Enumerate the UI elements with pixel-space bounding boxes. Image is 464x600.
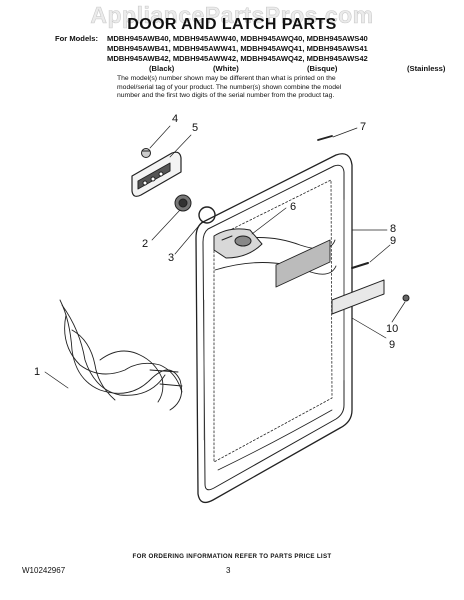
- callout-5: 5: [192, 122, 198, 134]
- callout-1: 1: [34, 366, 40, 378]
- model-row: MDBH945AWB41, MDBH945AWW41, MDBH945AWQ41…: [107, 44, 368, 53]
- callout-9-bottom: 9: [389, 339, 395, 351]
- callout-10: 10: [386, 323, 398, 335]
- ordering-footer: FOR ORDERING INFORMATION REFER TO PARTS …: [132, 553, 332, 560]
- watermark-logo: AppliancePartsPros.com: [90, 2, 374, 29]
- vent-grille: [174, 194, 192, 212]
- callout-8: 8: [390, 223, 396, 235]
- leader-lines: [44, 125, 406, 389]
- callout-4: 4: [172, 113, 178, 125]
- latch-knob: [141, 148, 151, 158]
- document-number: W10242967: [22, 566, 66, 575]
- page-title: DOOR AND LATCH PARTS: [127, 16, 337, 33]
- callout-2: 2: [142, 238, 148, 250]
- model-row: For Models:MDBH945AWB40, MDBH945AWW40, M…: [55, 34, 368, 43]
- control-panel: [131, 151, 182, 197]
- models-label: For Models:: [55, 34, 99, 43]
- wire-harness: [59, 299, 183, 411]
- inner-door-panel: [195, 153, 353, 504]
- callout-9-top: 9: [390, 235, 396, 247]
- color-stainless: (Stainless): [407, 64, 446, 73]
- color-black: (Black): [149, 64, 175, 73]
- screws: [317, 135, 410, 302]
- model-list: For Models:MDBH945AWB40, MDBH945AWW40, M…: [55, 34, 368, 64]
- page-number: 3: [226, 566, 231, 575]
- color-bisque: (Bisque): [307, 64, 338, 73]
- model-row: MDBH945AWB42, MDBH945AWW42, MDBH945AWQ42…: [107, 54, 368, 63]
- model-note: The model(s) number shown may be differe…: [117, 75, 342, 99]
- callout-6: 6: [290, 201, 296, 213]
- gasket-ring: [198, 206, 216, 224]
- callout-7: 7: [360, 121, 366, 133]
- callout-3: 3: [168, 252, 174, 264]
- dispenser: [213, 228, 263, 259]
- color-white: (White): [213, 64, 239, 73]
- hinge-bracket: [331, 279, 385, 315]
